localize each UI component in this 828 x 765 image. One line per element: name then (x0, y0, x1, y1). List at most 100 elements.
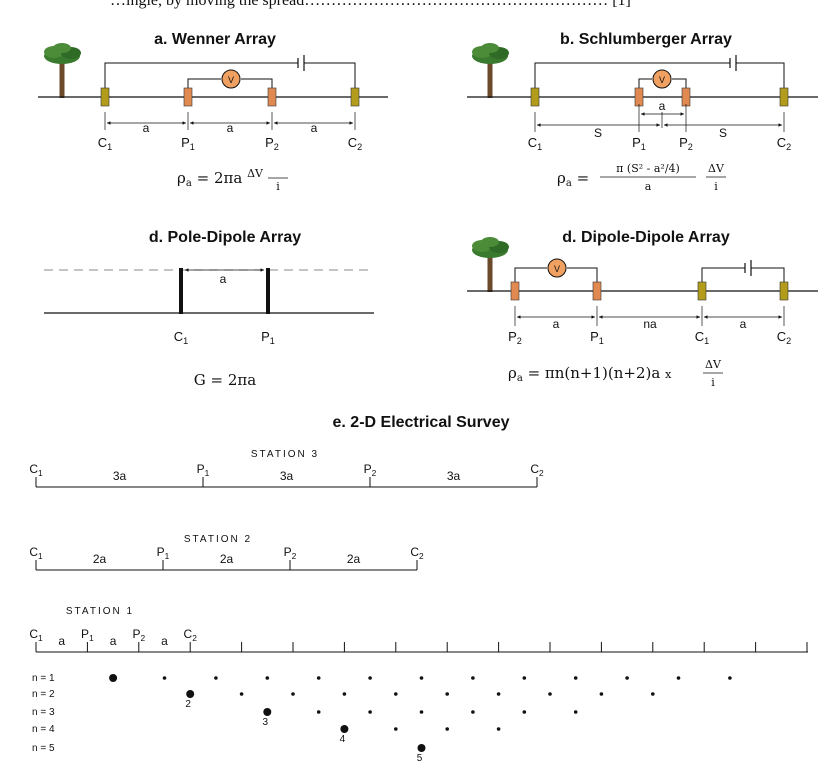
schlumberger-formula: ρa = (557, 169, 589, 189)
level-label: n = 3 (32, 707, 55, 718)
panel-d-title: d. Dipole-Dipole Array (562, 229, 730, 246)
pseudosection-point (419, 710, 424, 714)
electrode-c2 (779, 87, 789, 107)
voltmeter-icon (652, 69, 672, 89)
pseudosection-point (573, 710, 578, 714)
pseudosection-point (522, 676, 527, 680)
electrode-label: C1 (29, 462, 43, 478)
svg-text:π (S² - a²/4): π (S² - a²/4) (616, 162, 680, 175)
spacing-label: a (110, 634, 117, 648)
svg-text:ΔV: ΔV (708, 162, 725, 175)
electrode-label: P1 (632, 135, 646, 152)
voltmeter-symbol: V (659, 75, 665, 85)
tree-icon (44, 43, 81, 98)
svg-text:i: i (276, 180, 280, 193)
wenner-formula: ρa = 2πa ΔV (177, 167, 264, 189)
voltmeter-icon (547, 258, 567, 278)
spacing-label: S (594, 126, 602, 140)
spacing-label: a (220, 272, 227, 286)
voltmeter-symbol: V (228, 75, 234, 85)
voltmeter-icon (221, 69, 241, 89)
electrode-label: C2 (777, 329, 791, 346)
pseudosection-point (445, 692, 450, 696)
pole-dipole-formula: G = 2πa (194, 371, 256, 389)
spacing-label: 3a (280, 469, 294, 483)
electrode-c1 (697, 281, 707, 301)
electrode-label: P2 (508, 329, 522, 346)
pseudosection-point (368, 710, 372, 714)
pseudosection-point (471, 676, 475, 680)
panel-b-title: b. Schlumberger Array (560, 31, 732, 48)
electrode-p1 (183, 87, 193, 107)
electrode-c1 (100, 87, 110, 107)
electrode-label: C1 (695, 329, 709, 346)
electrode-label: P2 (284, 545, 297, 561)
pseudosection-point (368, 676, 372, 680)
electrode-label: C2 (530, 462, 544, 478)
point-label: 2 (185, 699, 191, 710)
electrode-label: P2 (364, 462, 377, 478)
caption-fragment: …ingle, by moving the spread………………………………… (110, 0, 631, 9)
spacing-label: a (58, 634, 65, 648)
electrode-label: P1 (261, 329, 275, 346)
pseudosection-point (573, 676, 578, 680)
pseudosection-point (214, 676, 218, 680)
pseudosection-point (109, 674, 118, 682)
spacing-label: a (553, 317, 560, 331)
pseudosection-point (471, 710, 475, 714)
pseudosection-point (728, 676, 732, 680)
pseudosection-point (342, 692, 347, 696)
station-name: STATION 2 (184, 534, 252, 545)
pseudosection-point (394, 727, 398, 731)
spacing-label: 2a (347, 552, 361, 566)
pseudosection-point (651, 692, 655, 696)
electrode-label: P1 (181, 135, 195, 152)
electrode-c1 (530, 87, 540, 107)
electrode-p2 (267, 87, 277, 107)
point-label: 5 (417, 753, 423, 764)
pseudosection-point (162, 676, 167, 680)
pseudosection: n = 1n = 22n = 33n = 44n = 55 (32, 673, 732, 764)
point-label: 4 (340, 734, 346, 745)
pseudosection-point (445, 727, 450, 731)
pseudosection-point (522, 710, 527, 714)
svg-text:i: i (711, 376, 715, 389)
electrode-c2 (779, 281, 789, 301)
spacing-label: a (311, 121, 318, 135)
electrode-p2 (681, 87, 691, 107)
pseudosection-point (263, 708, 272, 716)
panel-e-title: e. 2-D Electrical Survey (333, 414, 510, 431)
electrode-label: C2 (410, 545, 424, 561)
electrode-label: P2 (679, 135, 693, 152)
station-name: STATION 3 (251, 449, 319, 460)
electrode-label: P1 (590, 329, 604, 346)
level-label: n = 2 (32, 689, 55, 700)
dipole-dipole-formula: ρa = πn(n+1)(n+2)a x (508, 364, 672, 384)
electrode-label: C1 (528, 135, 542, 152)
svg-text:ΔV: ΔV (705, 358, 722, 371)
level-label: n = 5 (32, 743, 55, 754)
pseudosection-point (239, 692, 244, 696)
electrode-label: C2 (348, 135, 362, 152)
panel-a-title: a. Wenner Array (154, 31, 276, 48)
svg-text:a: a (645, 180, 652, 193)
electrode-label: C1 (174, 329, 188, 346)
pseudosection-point (186, 690, 195, 698)
electrode-label: C1 (29, 627, 43, 643)
pseudosection-point (548, 692, 552, 696)
electrode-label: P2 (132, 627, 145, 643)
electrode-p2 (510, 281, 520, 301)
electrode-label: C2 (184, 627, 198, 643)
spacing-label: 3a (447, 469, 461, 483)
electrode-label: P2 (265, 135, 279, 152)
electrode-c2 (350, 87, 360, 107)
electrode-label: C2 (777, 135, 791, 152)
